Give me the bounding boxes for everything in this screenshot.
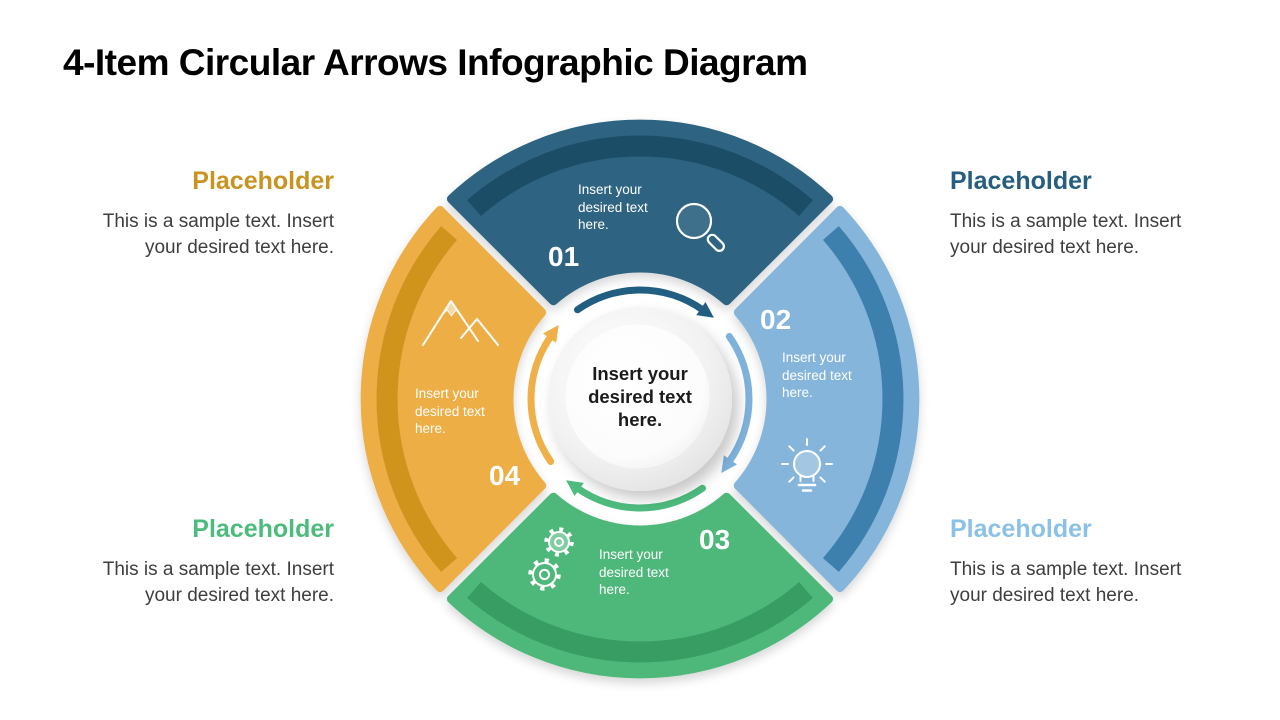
segment-02 — [733, 205, 920, 593]
gears-icon — [528, 527, 574, 591]
callout-heading: Placeholder — [192, 515, 334, 543]
callout-bottom-left: Placeholder This is a sample text. Inser… — [42, 515, 334, 608]
segment-text-02: Insert your desired text here. — [782, 350, 852, 400]
segment-number-01: 01 — [548, 241, 580, 272]
lightbulb-icon — [781, 438, 833, 492]
cycle-arrow-left — [527, 325, 559, 465]
callout-heading: Placeholder — [950, 515, 1092, 543]
segment-text-04: Insert your desired text here. — [415, 386, 485, 436]
segment-number-04: 04 — [489, 460, 521, 491]
callout-heading: Placeholder — [192, 167, 334, 195]
cycle-arrow-bottom — [566, 480, 706, 512]
segment-01 — [446, 119, 834, 306]
callout-body: This is a sample text. Insert your desir… — [102, 559, 334, 606]
center-label: Insert your desired text here. — [588, 363, 692, 430]
callout-bottom-right: Placeholder This is a sample text. Inser… — [950, 515, 1242, 608]
callout-top-right: Placeholder This is a sample text. Inser… — [950, 167, 1242, 260]
segment-text-03: Insert your desired text here. — [599, 547, 669, 597]
callout-body: This is a sample text. Insert your desir… — [102, 211, 334, 258]
callout-heading: Placeholder — [950, 167, 1092, 195]
page-title: 4-Item Circular Arrows Infographic Diagr… — [63, 42, 808, 83]
segment-text-01: Insert your desired text here. — [578, 182, 648, 232]
magnifier-icon — [675, 202, 725, 252]
center-circle — [548, 307, 732, 491]
callout-top-left: Placeholder This is a sample text. Inser… — [42, 167, 334, 260]
callout-body: This is a sample text. Insert your desir… — [950, 559, 1182, 606]
segment-04 — [360, 205, 547, 593]
mountains-icon — [422, 300, 499, 346]
cycle-arrow-top — [574, 286, 714, 318]
callout-body: This is a sample text. Insert your desir… — [950, 211, 1182, 258]
segment-number-02: 02 — [760, 304, 792, 335]
segment-number-03: 03 — [699, 524, 731, 555]
cycle-arrow-right — [721, 333, 753, 473]
